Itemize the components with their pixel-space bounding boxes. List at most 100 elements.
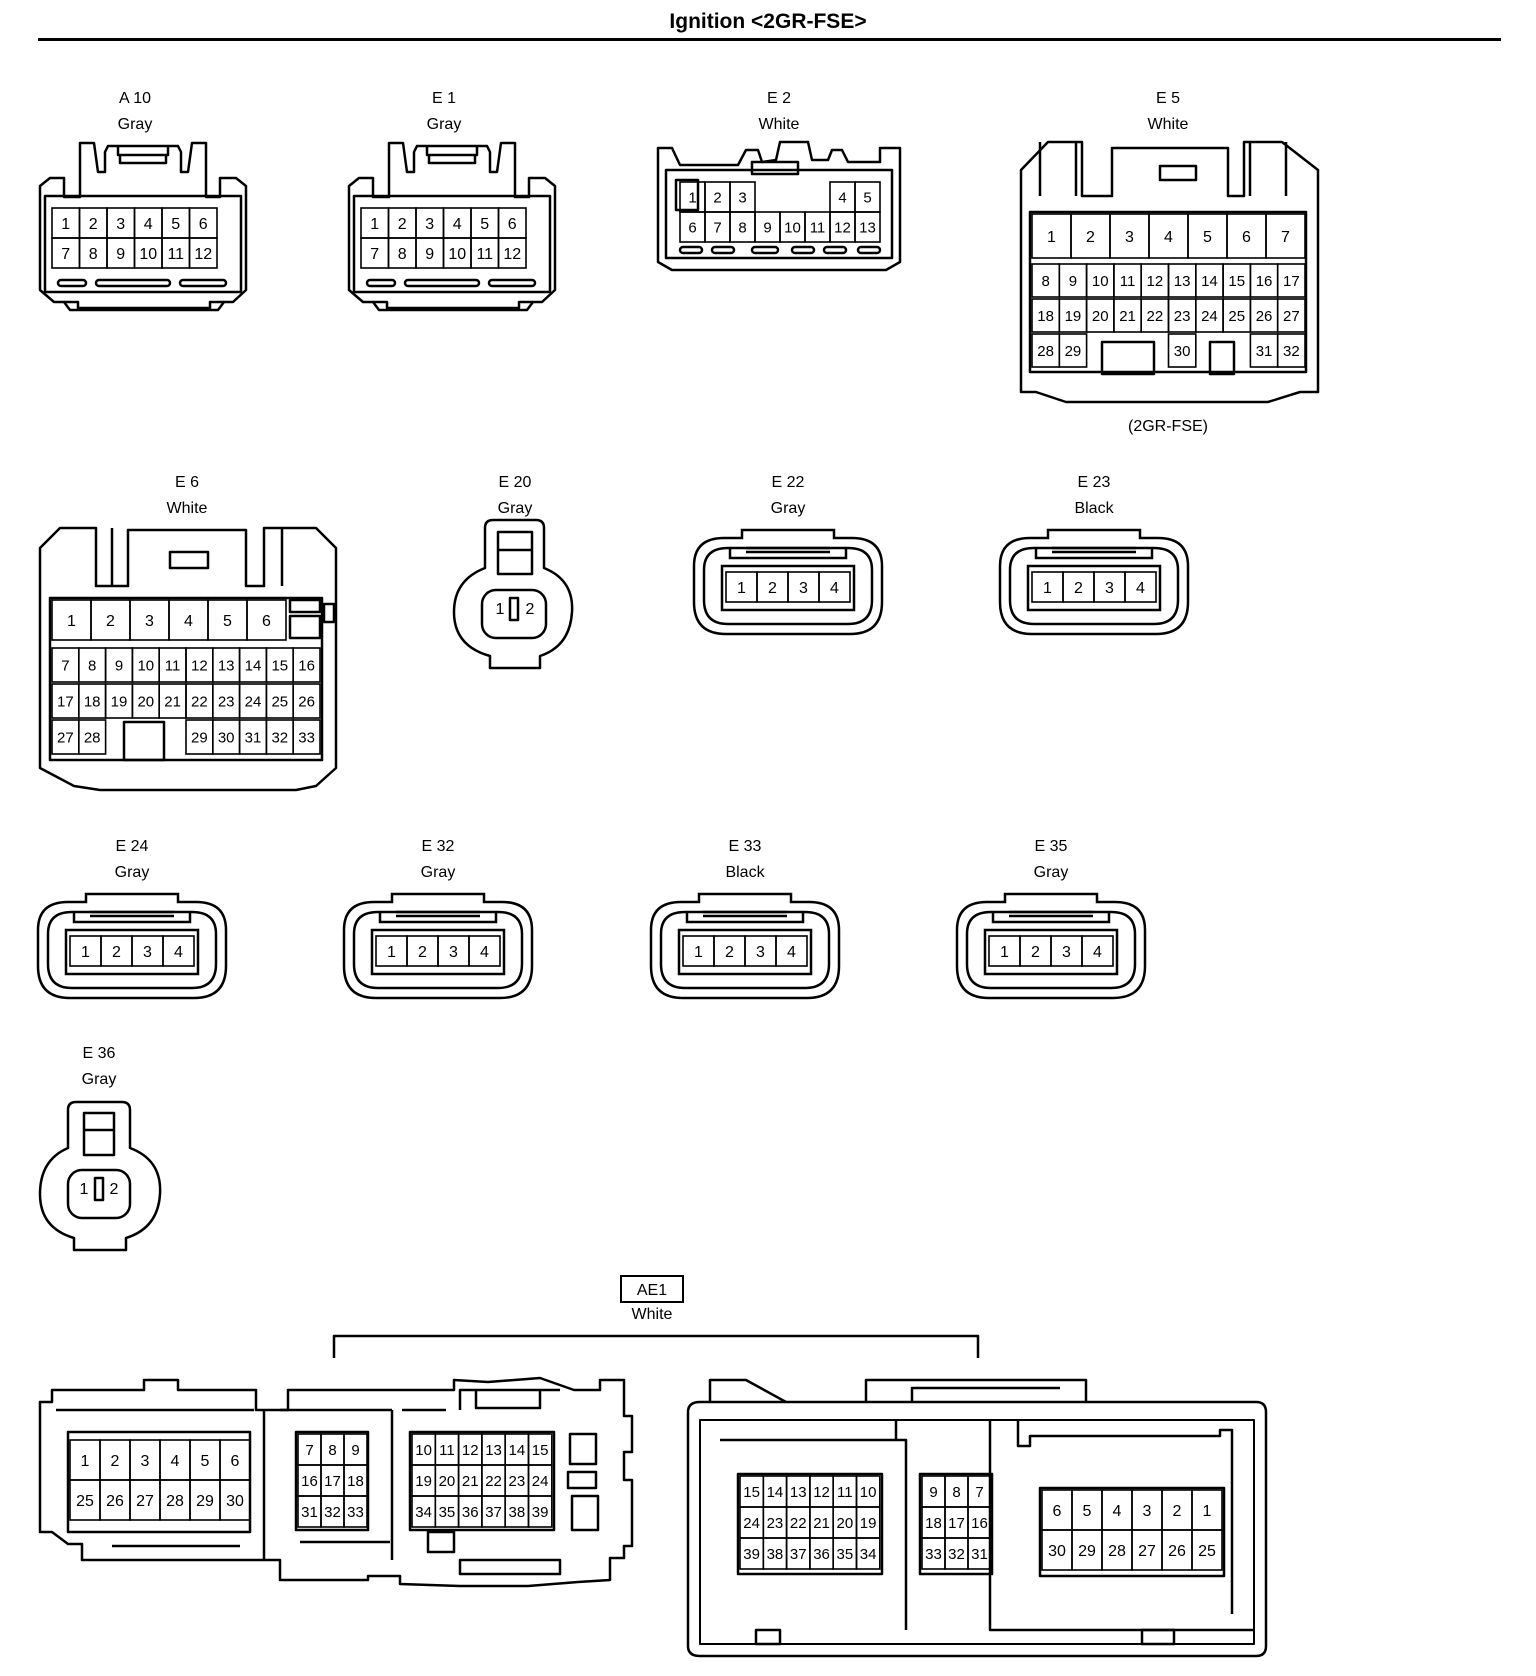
- connector-color: Black: [725, 864, 765, 881]
- connector-code: E 32: [421, 838, 455, 855]
- pin-number: 17: [1283, 273, 1300, 290]
- connector-e1-pin: 11: [470, 237, 500, 269]
- pin-number: 11: [167, 246, 184, 263]
- connector-e36-pin-number: 2: [110, 1181, 119, 1198]
- page-title: Ignition <2GR-FSE>: [669, 10, 867, 33]
- connector-a10-pin: 9: [106, 237, 136, 269]
- pin-number: 14: [767, 1484, 784, 1501]
- pin-number: 27: [57, 729, 74, 746]
- pin-number: 5: [201, 1453, 210, 1470]
- pin-number: 36: [462, 1504, 479, 1521]
- pin-number: 31: [245, 729, 262, 746]
- connector-e23-pin: 3: [1093, 571, 1126, 603]
- pin-number: 19: [111, 693, 128, 710]
- connector-e1-pin: 9: [415, 237, 445, 269]
- pin-number: 6: [1053, 1503, 1062, 1520]
- connector-ae1-right-a-pin: 3: [1131, 1489, 1163, 1531]
- connector-e20-pin-number: 1: [496, 601, 505, 618]
- pin-number: 6: [231, 1453, 240, 1470]
- connector-color: Gray: [770, 500, 806, 517]
- connector-ae1-left-a-pin: 28: [159, 1479, 191, 1521]
- connector-e5-pin: 15: [1222, 263, 1252, 298]
- pin-number: 30: [1174, 343, 1191, 360]
- connector-ae1-left-c-pin: 37: [481, 1495, 506, 1528]
- connector-color: Gray: [81, 1071, 117, 1088]
- connector-e2-pin: 7: [704, 211, 731, 243]
- connector-ae1-right-a-pin: 29: [1071, 1529, 1103, 1571]
- pin-number: 3: [141, 1453, 150, 1470]
- pin-number: 5: [171, 216, 180, 233]
- connector-e5-pin: 4: [1148, 213, 1189, 259]
- connector-e32-pin: 4: [468, 935, 501, 967]
- connector-e32-pin: 2: [406, 935, 439, 967]
- connector-e6-pin: 7: [51, 647, 80, 683]
- pin-number: 16: [298, 657, 315, 674]
- pin-number: 3: [799, 580, 808, 597]
- connector-e22-pin: 4: [818, 571, 851, 603]
- connector-color: Gray: [1033, 864, 1069, 881]
- connector-ae1-right-c-pin: 38: [762, 1537, 788, 1570]
- connector-e1-pin: 5: [470, 207, 500, 239]
- connector-label-ae1: AE1: [620, 1275, 684, 1303]
- connector-code: E 22: [771, 474, 805, 491]
- pin-number: 26: [1256, 308, 1273, 325]
- connector-e5-pin: 1: [1031, 213, 1072, 259]
- connector-label-e36: E 36 Gray: [49, 1041, 149, 1093]
- connector-e22-housing: [692, 528, 884, 636]
- pin-number: 8: [1041, 273, 1049, 290]
- pin-number: 12: [194, 246, 212, 263]
- connector-e6-pin: 22: [185, 683, 214, 719]
- connector-ae1-right-b-pin: 8: [944, 1475, 969, 1508]
- connector-e35-pin: 4: [1081, 935, 1114, 967]
- pin-number: 1: [688, 189, 696, 206]
- connector-e20-housing: [452, 518, 574, 670]
- connector-e1-pin: 2: [387, 207, 417, 239]
- connector-e6-pin: 26: [292, 683, 321, 719]
- connector-ae1-right-c-pin: 10: [855, 1475, 881, 1508]
- connector-e6-pin: 32: [265, 719, 294, 755]
- pin-number: 9: [763, 219, 771, 236]
- connector-e5-pin: 3: [1109, 213, 1150, 259]
- pin-number: 5: [480, 216, 489, 233]
- connector-ae1-left-a-pin: 25: [69, 1479, 101, 1521]
- connector-label-e1: E 1 Gray: [394, 86, 494, 138]
- pin-number: 8: [398, 246, 407, 263]
- pin-number: 28: [166, 1493, 184, 1510]
- connector-e2-pin: 10: [779, 211, 806, 243]
- pin-number: 1: [67, 613, 76, 630]
- pin-number: 1: [694, 944, 703, 961]
- connector-label-e6: E 6 White: [137, 470, 237, 522]
- pin-number: 10: [448, 246, 466, 263]
- connector-e6-pin: 12: [185, 647, 214, 683]
- connector-ae1-left-c-pin: 20: [434, 1464, 460, 1497]
- connector-e5-pin: 31: [1249, 333, 1279, 368]
- connector-ae1-right-b-pin: 33: [921, 1537, 946, 1570]
- connector-ae1-left-b-pin: 8: [320, 1433, 345, 1466]
- pin-number: 12: [834, 219, 851, 236]
- pin-number: 7: [975, 1484, 983, 1501]
- connector-ae1-bracket: [332, 1334, 980, 1358]
- connector-ae1-right-c-pin: 23: [762, 1506, 788, 1539]
- connector-e6-pin: 33: [292, 719, 321, 755]
- connector-ae1-left-c-pin: 23: [504, 1464, 530, 1497]
- connector-ae1-left-c-pin: 24: [527, 1464, 553, 1497]
- pin-number: 8: [328, 1442, 336, 1459]
- connector-e6-pin: 27: [51, 719, 80, 755]
- connector-e6-pin: 25: [265, 683, 294, 719]
- pin-number: 20: [1092, 308, 1109, 325]
- pin-number: 29: [1078, 1543, 1096, 1560]
- pin-number: 16: [971, 1515, 988, 1532]
- connector-e6-pin: 9: [104, 647, 134, 683]
- pin-number: 14: [509, 1442, 526, 1459]
- connector-ae1-left-c-pin: 36: [457, 1495, 483, 1528]
- pin-number: 26: [298, 693, 315, 710]
- pin-number: 1: [1043, 580, 1052, 597]
- pin-number: 25: [271, 693, 288, 710]
- connector-label-e33: E 33 Black: [695, 834, 795, 886]
- connector-e5-pin: 2: [1070, 213, 1111, 259]
- connector-code: E 36: [82, 1045, 116, 1062]
- pin-number: 2: [111, 1453, 120, 1470]
- pin-number: 24: [743, 1515, 760, 1532]
- connector-ae1-left-a-pin: 29: [189, 1479, 221, 1521]
- pin-number: 5: [863, 189, 871, 206]
